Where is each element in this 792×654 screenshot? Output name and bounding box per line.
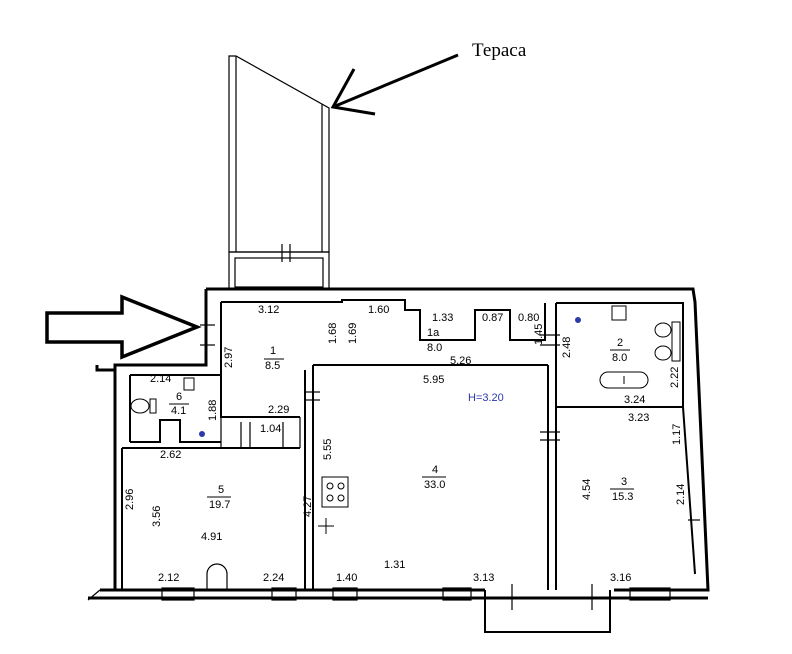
dimension-label: 0.80: [518, 312, 539, 324]
svg-text:5: 5: [218, 484, 224, 496]
dimension-label: 2.62: [160, 449, 181, 461]
dimension-label: 3.12: [258, 304, 279, 316]
ceiling-height-label: H=3.20: [468, 392, 504, 404]
windows: [161, 324, 700, 610]
room-6: 6 4.1: [169, 391, 189, 417]
dimension-label: 5.95: [423, 374, 444, 386]
dimension-label: 3.13: [473, 572, 494, 584]
dimension-label: 2.48: [561, 337, 573, 358]
dimension-label: 1.69: [347, 323, 359, 344]
dimension-label: 1.33: [432, 312, 453, 324]
dimension-label: 2.14: [675, 484, 687, 505]
svg-text:19.7: 19.7: [209, 499, 230, 511]
dimension-label: 3.24: [624, 394, 645, 406]
svg-text:4: 4: [432, 464, 438, 476]
svg-text:6: 6: [176, 391, 182, 403]
dimension-label: 5.26: [450, 355, 471, 367]
dimension-label: 2.14: [150, 373, 171, 385]
dimension-label: 2.12: [158, 572, 179, 584]
svg-text:4.1: 4.1: [171, 405, 186, 417]
room-1a: 1a 8.0: [425, 327, 445, 354]
dimension-labels: 3.12 1.60 1.33 0.87 0.801.45 2.48 2.22 2.97 1.68…: [124, 304, 687, 584]
dimension-label: 1.04: [260, 423, 281, 435]
dimension-label: 5.55: [322, 439, 334, 460]
room-2: 2 8.0: [610, 337, 630, 364]
svg-text:1a: 1a: [427, 327, 440, 339]
toilet-icon: [130, 321, 681, 414]
dimension-label: 1.88: [207, 400, 219, 421]
stove-icon: [318, 476, 349, 534]
dimension-label: 3.23: [628, 412, 649, 424]
svg-text:15.3: 15.3: [612, 491, 633, 503]
svg-text:8.5: 8.5: [265, 360, 280, 372]
arrow-entrance-icon: [45, 294, 202, 360]
room-4: 4 33.0: [422, 464, 446, 491]
dimension-label: 3.16: [610, 572, 631, 584]
svg-text:8.0: 8.0: [612, 352, 627, 364]
terrace: [228, 55, 330, 290]
svg-text:33.0: 33.0: [424, 479, 445, 491]
dimension-label: 0.87: [482, 312, 503, 324]
arrow-terrace-icon: [330, 53, 459, 116]
dimension-label: 2.29: [268, 404, 289, 416]
dimension-label: 1.40: [336, 572, 357, 584]
interior-walls: [121, 299, 696, 590]
dimension-label: 3.56: [151, 506, 163, 527]
dimension-label: 4.54: [581, 479, 593, 500]
svg-text:3: 3: [621, 476, 627, 488]
room-3: 3 15.3: [610, 476, 634, 503]
dimension-label: 2.96: [124, 489, 136, 510]
dimension-label: 2.97: [223, 347, 235, 368]
bathtub-icon: [599, 371, 649, 389]
dimension-label: 1.17: [671, 424, 683, 445]
room-labels: 1 8.5 1a 8.0 2 8.0 3 15.3 4 33.0 5 19.7: [169, 327, 634, 511]
terrace-label: Тераса: [472, 40, 527, 61]
room-5: 5 19.7: [207, 484, 231, 511]
dimension-label: 1.45: [533, 324, 545, 345]
dimension-label: 1.68: [327, 323, 339, 344]
sink-icon: [183, 305, 627, 437]
dimension-label: 2.22: [669, 367, 681, 388]
room-1: 1 8.5: [264, 345, 284, 372]
dimension-label: 1.60: [368, 304, 389, 316]
outer-walls: [87, 287, 710, 633]
dimension-label: 2.24: [263, 572, 284, 584]
svg-text:1: 1: [270, 345, 276, 357]
svg-text:2: 2: [617, 337, 623, 349]
svg-text:8.0: 8.0: [427, 342, 442, 354]
dimension-label: 1.31: [384, 559, 405, 571]
dimension-label: 4.91: [201, 531, 222, 543]
dimension-label: 4.27: [302, 496, 314, 517]
